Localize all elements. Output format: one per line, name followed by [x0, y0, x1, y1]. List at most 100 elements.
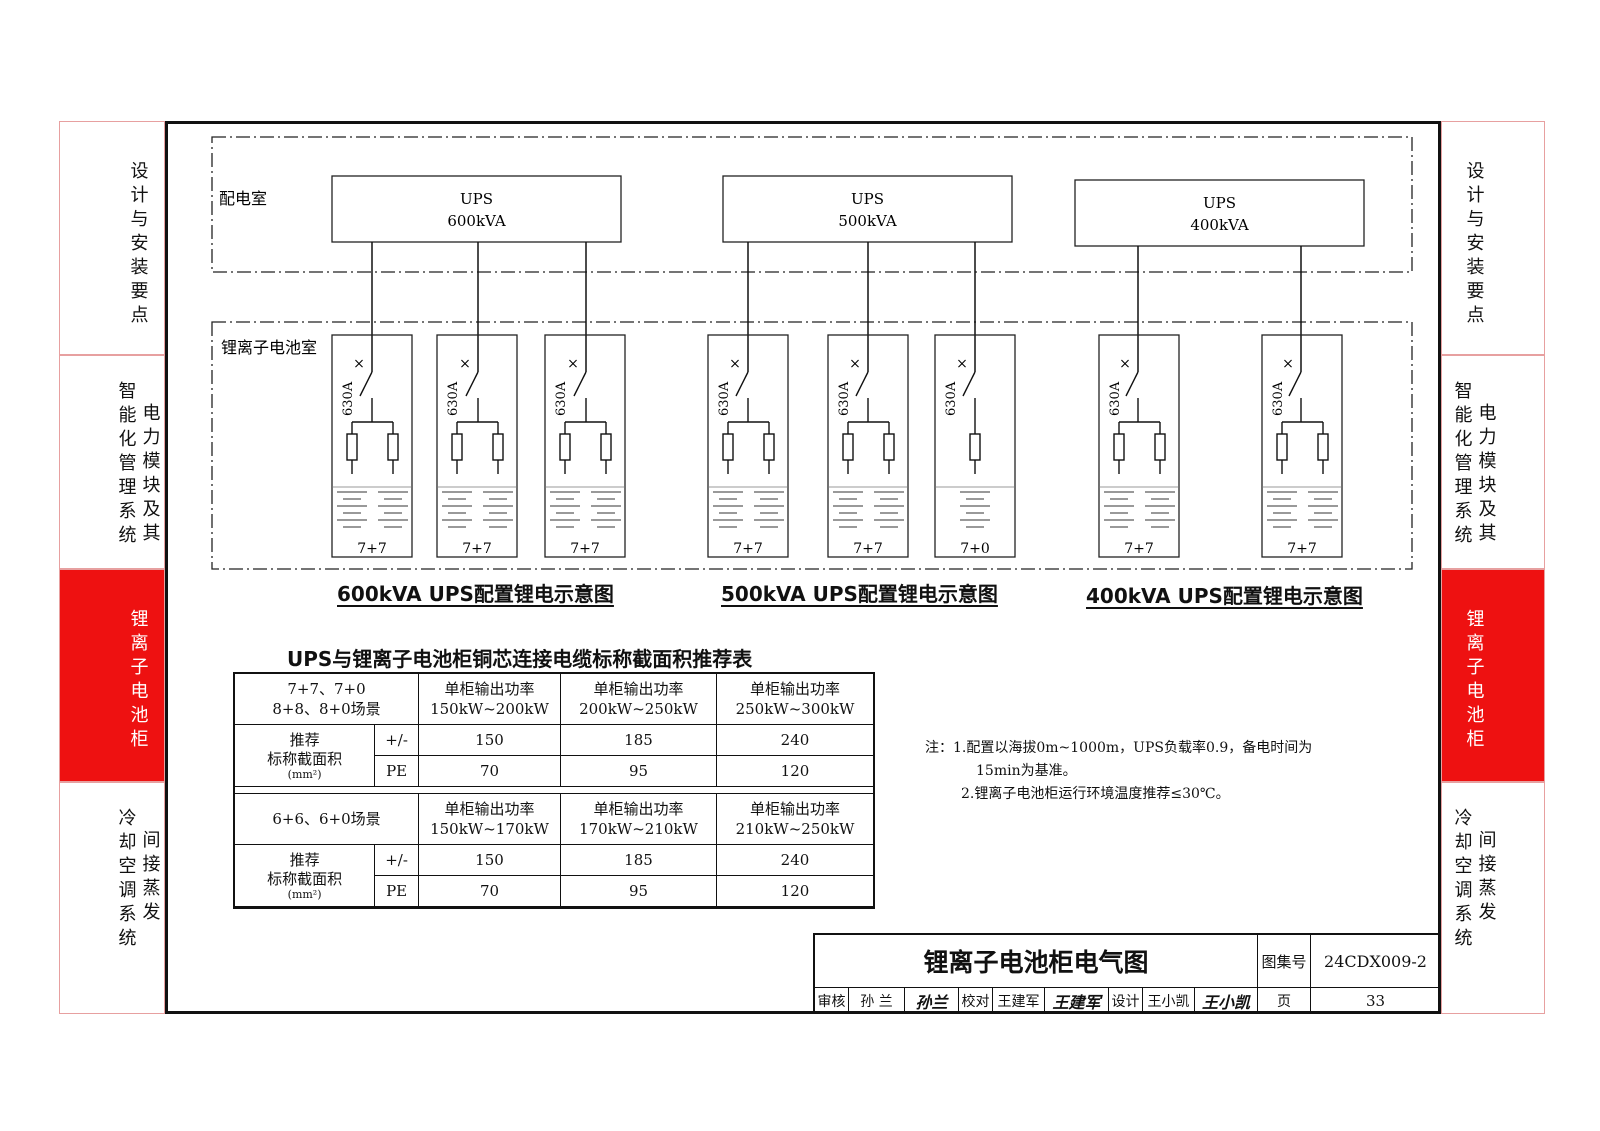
- cross-section-value: 120: [716, 755, 874, 787]
- breaker-cross: ×: [567, 356, 579, 372]
- cabinet-outline: [544, 334, 626, 558]
- fuse-symbol: [1113, 433, 1125, 461]
- side-tab-label: 锂离子电池柜: [130, 609, 150, 750]
- breaker-blade: [573, 371, 587, 397]
- cabinet-config: 7+7: [1287, 541, 1317, 557]
- page-number: 33: [1311, 988, 1441, 1014]
- pole-label: PE: [374, 755, 419, 787]
- breaker-blade: [465, 371, 479, 397]
- side-tab-left-power[interactable]: 智能化管理系统电力模块及其: [59, 355, 165, 569]
- cross-section-value: 70: [418, 875, 561, 907]
- cabinet-outline: [707, 334, 789, 558]
- cabinet-outline: [827, 334, 909, 558]
- caption-600kva: 600kVA UPS配置锂电示意图: [337, 582, 614, 606]
- scene-cell: 7+7、7+0 8+8、8+0场景: [234, 673, 419, 725]
- side-tab-right-cooling[interactable]: 冷却空调系统间接蒸发: [1441, 782, 1545, 1014]
- caption-400kva: 400kVA UPS配置锂电示意图: [1086, 584, 1363, 608]
- ups-name: UPS: [460, 190, 493, 208]
- drawing-title: 锂离子电池柜电气图: [815, 935, 1258, 988]
- ups-box: [1074, 179, 1365, 247]
- cross-section-value: 240: [716, 844, 874, 876]
- checker-name: 王建军: [993, 988, 1045, 1014]
- cabinet-config: 7+7: [733, 541, 763, 557]
- review-label: 审核: [815, 988, 849, 1014]
- note-line-1: 注：1.配置以海拔0m~1000m，UPS负载率0.9，备电时间为: [925, 740, 1313, 756]
- side-tab-right-power[interactable]: 智能化管理系统电力模块及其: [1441, 355, 1545, 569]
- breaker-blade: [1125, 371, 1139, 397]
- ups-name: UPS: [851, 190, 884, 208]
- breaker-cross: ×: [353, 356, 365, 372]
- cabinet-config: 7+7: [357, 541, 387, 557]
- notes: 注：1.配置以海拔0m~1000m，UPS负载率0.9，备电时间为 15min为…: [925, 737, 1312, 806]
- distribution-room-boundary: [211, 136, 1413, 273]
- battery-cabinet-6: × 630A 7+7: [1098, 334, 1180, 558]
- scene-label: 6+6、6+0场景: [272, 810, 381, 828]
- pole-label: +/-: [374, 724, 419, 756]
- fuse-symbol: [346, 433, 358, 461]
- cabinet-outline: [1098, 334, 1180, 558]
- breaker-cross: ×: [849, 356, 861, 372]
- side-tab-left-cooling[interactable]: 冷却空调系统间接蒸发: [59, 782, 165, 1014]
- side-tab-right-battery[interactable]: 锂离子电池柜: [1441, 569, 1545, 782]
- breaker-cross: ×: [729, 356, 741, 372]
- side-tab-label: 锂离子电池柜: [1466, 609, 1486, 750]
- ups-unit-0: UPS 600kVA: [331, 175, 622, 372]
- title-block: 锂离子电池柜电气图 图集号 24CDX009-2 审核 孙 兰 孙兰 校对 王建…: [813, 933, 1441, 1014]
- atlas-number: 24CDX009-2: [1311, 935, 1441, 988]
- side-tab-right-design[interactable]: 设计与安装要点: [1441, 121, 1545, 355]
- cross-section-value: 185: [560, 724, 717, 756]
- fuse-symbol: [492, 433, 504, 461]
- cabinet-outline: [331, 334, 413, 558]
- cross-section-value: 150: [418, 724, 561, 756]
- side-tab-left-design[interactable]: 设计与安装要点: [59, 121, 165, 355]
- scene-cell: 6+6、6+0场景: [234, 793, 419, 845]
- checker-signature: 王建军: [1045, 988, 1109, 1014]
- ups-unit-1: UPS 500kVA: [722, 175, 1013, 372]
- designer-signature: 王小凯: [1195, 988, 1258, 1014]
- ups-rating: 500kVA: [838, 212, 897, 230]
- cross-section-value: 120: [716, 875, 874, 907]
- reviewer-signature: 孙兰: [905, 988, 959, 1014]
- breaker-rating: 630A: [837, 381, 852, 416]
- scene-label: 7+7、7+0: [287, 680, 366, 698]
- breaker-blade: [962, 371, 976, 397]
- table-title: UPS与锂离子电池柜铜芯连接电缆标称截面积推荐表: [287, 647, 753, 671]
- breaker-blade: [359, 371, 373, 397]
- breaker-rating: 630A: [1108, 381, 1123, 416]
- fuse-symbol: [387, 433, 399, 461]
- cabinet-config: 7+7: [570, 541, 600, 557]
- ups-rating: 600kVA: [447, 212, 506, 230]
- breaker-rating: 630A: [944, 381, 959, 416]
- design-label: 设计: [1109, 988, 1143, 1014]
- scene-label: 8+8、8+0场景: [272, 700, 381, 718]
- breaker-rating: 630A: [717, 381, 732, 416]
- breaker-cross: ×: [1119, 356, 1131, 372]
- cabinet-config: 7+7: [1124, 541, 1154, 557]
- side-tab-label: 智能化管理系统: [118, 381, 138, 546]
- cabinet-outline: [436, 334, 518, 558]
- cabinet-config: 7+0: [960, 541, 990, 557]
- side-tab-label: 间接蒸发: [1478, 830, 1498, 923]
- cabinet-config: 7+7: [853, 541, 883, 557]
- breaker-cross: ×: [956, 356, 968, 372]
- check-label: 校对: [959, 988, 993, 1014]
- cross-section-value: 95: [560, 755, 717, 787]
- drawing-frame: [165, 121, 1441, 1014]
- breaker-rating: 630A: [1271, 381, 1286, 416]
- side-tab-label: 间接蒸发: [142, 830, 162, 923]
- cross-section-label: 推荐标称截面积(mm²): [233, 844, 376, 907]
- side-tab-label: 电力模块及其: [142, 403, 162, 544]
- fuse-symbol: [1276, 433, 1288, 461]
- designer-name: 王小凯: [1143, 988, 1195, 1014]
- cabinet-outline: [934, 334, 1016, 558]
- side-tab-left-battery[interactable]: 锂离子电池柜: [59, 569, 165, 782]
